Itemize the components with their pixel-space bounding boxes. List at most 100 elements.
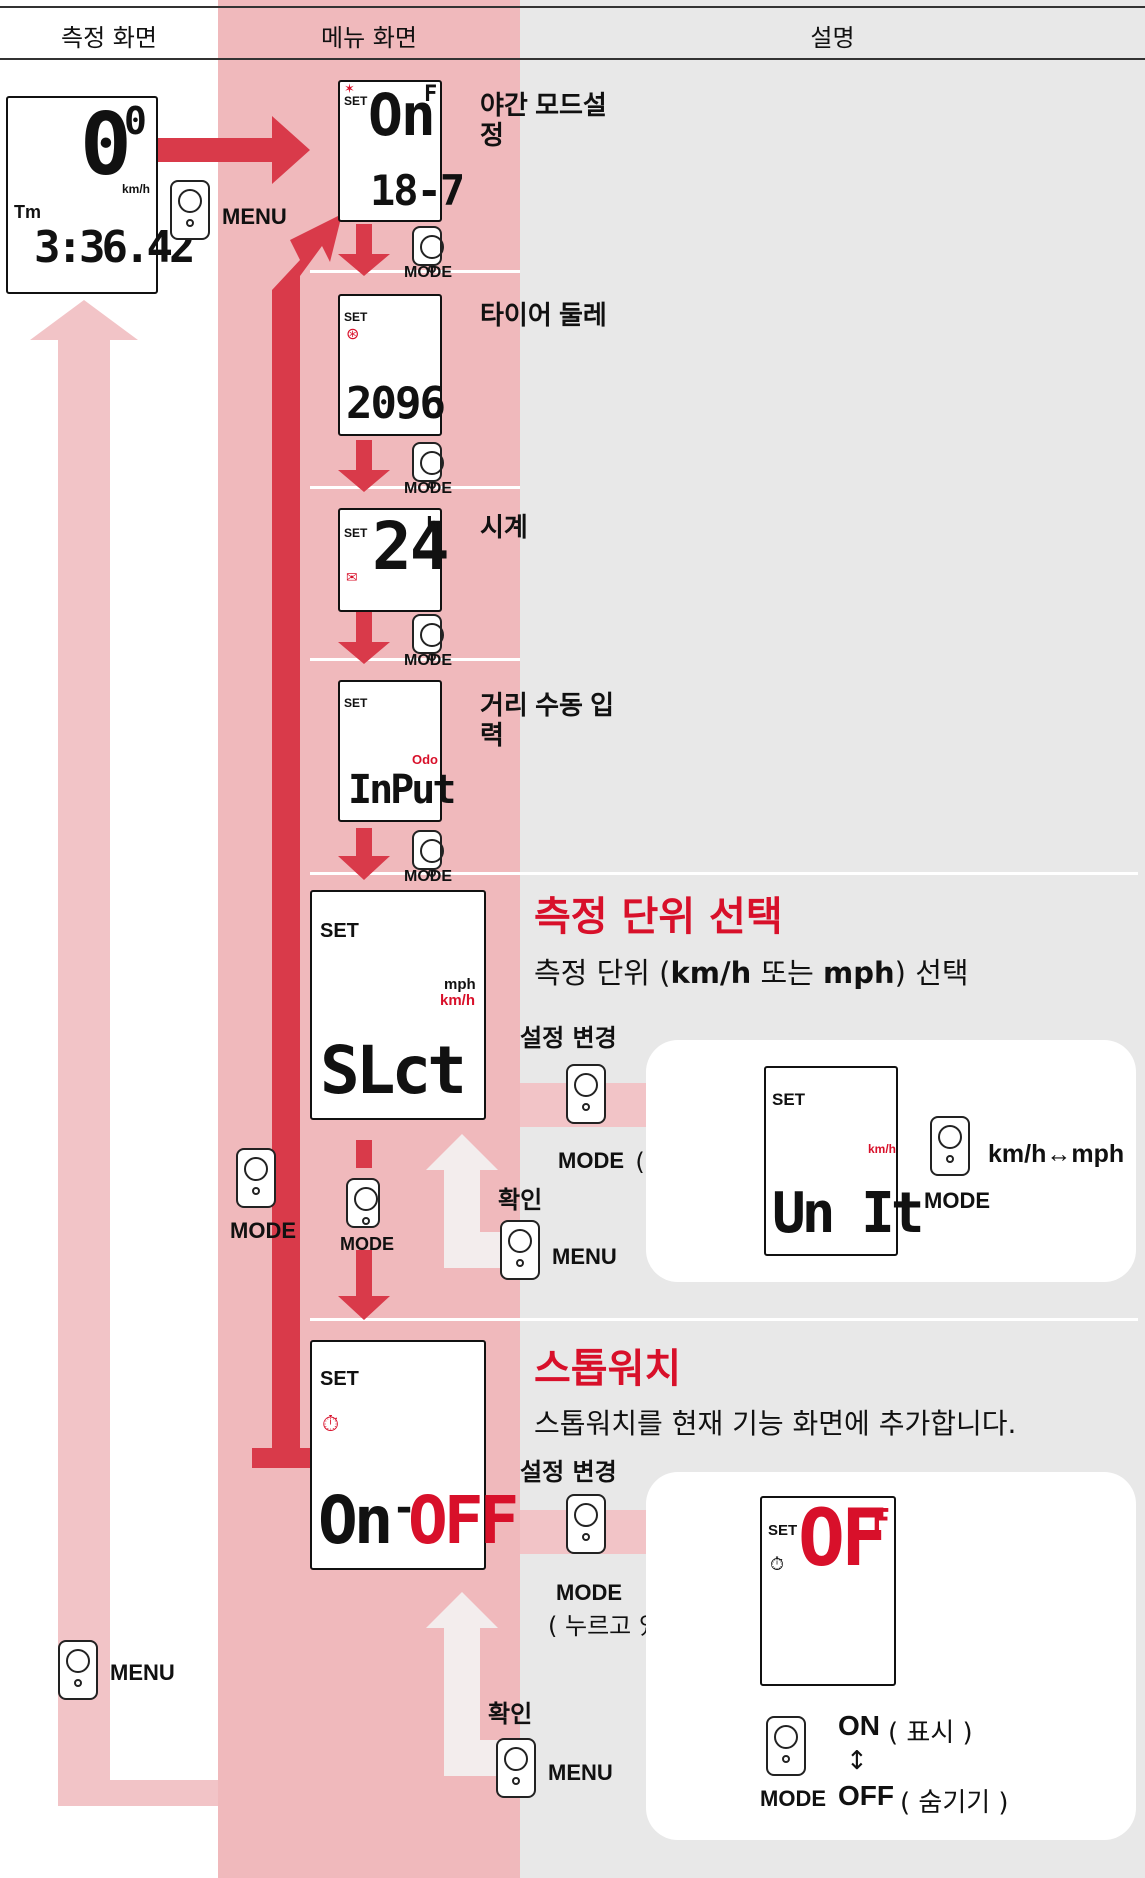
desc-mph: mph — [823, 956, 895, 990]
menu-button-icon[interactable] — [58, 1640, 98, 1700]
timer-label: Tm — [14, 202, 41, 222]
down-arrow — [338, 612, 390, 664]
lcd-mph: mph — [444, 976, 476, 993]
set-label: SET — [320, 1368, 359, 1390]
odo-input-value: InPut — [348, 767, 456, 813]
down-arrow — [338, 828, 390, 880]
toggle-arrow: ↕ — [846, 1746, 868, 1776]
clock-icon: ✉ — [346, 570, 358, 586]
tire-value: 2096 — [346, 378, 446, 429]
stopwatch-icon: ⏱ — [322, 1412, 340, 1437]
stopwatch-change-label: 설정 변경 — [520, 1458, 617, 1486]
mode-button-icon[interactable] — [566, 1494, 606, 1554]
set-label: SET — [768, 1522, 798, 1539]
desc-part: ) 선택 — [894, 956, 969, 990]
separator — [310, 872, 1138, 875]
mode-button-label: MODE — [558, 1148, 624, 1173]
speed-decimal: 0 — [124, 99, 147, 143]
unit-select-title: 측정 단위 선택 — [534, 894, 783, 940]
clock-lcd: SET 24 h ✉ — [338, 508, 449, 612]
unit-result-value: Un It — [772, 1181, 925, 1246]
unit-result-lcd: SET km/h Un It — [764, 1066, 925, 1256]
stopwatch-result-lcd: SET ⏱ OF F — [760, 1496, 896, 1686]
speed-unit: km/h — [122, 182, 151, 196]
mode-button-icon[interactable] — [412, 442, 444, 489]
stopwatch-confirm-label: 확인 — [488, 1700, 533, 1728]
night-mode-hours: 18-7 — [370, 166, 465, 215]
night-mode-value: On — [368, 81, 436, 149]
timer-value: 3:36.42 — [34, 222, 195, 273]
mode-button-label: MODE — [404, 264, 452, 281]
return-arrow — [30, 300, 218, 1806]
desc-part: 측정 단위 ( — [534, 956, 671, 990]
odo-input-label: 거리 수동 입력 — [480, 690, 615, 750]
unit-select-value: SLct — [320, 1032, 467, 1109]
lcd-off: OFF — [408, 1482, 519, 1559]
mode-button-label: MODE — [230, 1218, 296, 1243]
mode-button-label: MODE — [340, 1234, 394, 1254]
mode-button-icon[interactable] — [566, 1064, 606, 1124]
down-arrow-stem — [356, 1140, 372, 1168]
stopwatch-result-sup: F — [872, 1503, 890, 1538]
tire-icon: ⊛ — [346, 324, 360, 343]
odo-tag: Odo — [412, 752, 438, 767]
menu-button-icon[interactable] — [496, 1738, 536, 1798]
separator — [310, 270, 520, 273]
menu-button-icon[interactable] — [500, 1220, 540, 1280]
clock-label: 시계 — [480, 512, 528, 542]
set-label: SET — [344, 696, 368, 710]
tire-label: 타이어 둘레 — [480, 300, 607, 330]
set-label: SET — [344, 526, 368, 540]
off-label: OFF — [838, 1780, 894, 1811]
set-label: SET — [320, 920, 359, 942]
separator — [310, 486, 520, 489]
stopwatch-description: 스톱워치를 현재 기능 화면에 추가합니다. — [534, 1407, 1017, 1440]
mode-button-label: MODE — [404, 480, 452, 497]
menu-button-label: MENU — [110, 1660, 175, 1685]
off-description: ( 숨기기 ) — [900, 1788, 1009, 1818]
down-arrow — [338, 1250, 390, 1320]
desc-part: 또는 — [751, 956, 824, 990]
mode-button-label: MODE — [556, 1580, 622, 1605]
menu-button-label: MENU — [552, 1244, 617, 1269]
unit-select-description: 측정 단위 (km/h 또는 mph) 선택 — [534, 950, 969, 992]
unit-confirm-label: 확인 — [498, 1186, 543, 1214]
mode-button-icon[interactable] — [930, 1116, 970, 1176]
mode-button-label: MODE — [404, 868, 452, 885]
mode-button-icon[interactable] — [412, 226, 444, 273]
speed-value: 0 — [80, 95, 132, 195]
confirm-arrow-stopwatch — [426, 1592, 500, 1776]
mode-button-icon[interactable] — [346, 1178, 380, 1228]
mode-button-icon[interactable] — [766, 1716, 806, 1776]
desc-kmh: km/h — [670, 956, 752, 990]
mode-button-label: MODE — [404, 652, 452, 669]
mode-button-icon[interactable] — [236, 1148, 276, 1208]
header-menu: 메뉴 화면 — [321, 24, 417, 52]
measure-screen-lcd: 0 0 km/h Tm 3:36.42 — [6, 95, 195, 294]
header-rule — [0, 58, 1145, 60]
night-icon: ✶ — [344, 82, 355, 97]
enter-menu-arrow — [158, 116, 310, 184]
mode-button-icon[interactable] — [412, 614, 444, 661]
unit-select-lcd: SET mph km/h SLct — [310, 890, 486, 1120]
loop-arrow — [252, 214, 342, 1468]
stopwatch-title: 스톱워치 — [534, 1346, 682, 1392]
clock-value: 24 — [372, 508, 449, 585]
confirm-arrow-unit — [426, 1134, 500, 1268]
lcd-on: On — [318, 1482, 394, 1559]
mode-button-label: MODE — [760, 1786, 826, 1811]
lcd-sep: - — [392, 1485, 416, 1531]
clock-sup: h — [426, 514, 439, 539]
night-mode-lcd: ✶ SET On F 18-7 — [338, 80, 465, 222]
night-mode-sup: F — [424, 82, 437, 107]
stopwatch-lcd: SET ⏱ On - OFF — [310, 1340, 519, 1570]
stopwatch-result-value: OF — [798, 1494, 888, 1584]
night-mode-label: 야간 모드설정 — [480, 90, 607, 150]
mode-button-icon[interactable] — [412, 830, 444, 877]
menu-button-icon[interactable] — [170, 180, 210, 240]
mode-button-label: MODE — [924, 1188, 990, 1213]
separator — [310, 658, 520, 661]
set-label: SET — [772, 1090, 806, 1109]
set-label: SET — [344, 310, 368, 324]
set-label: SET — [344, 94, 368, 108]
